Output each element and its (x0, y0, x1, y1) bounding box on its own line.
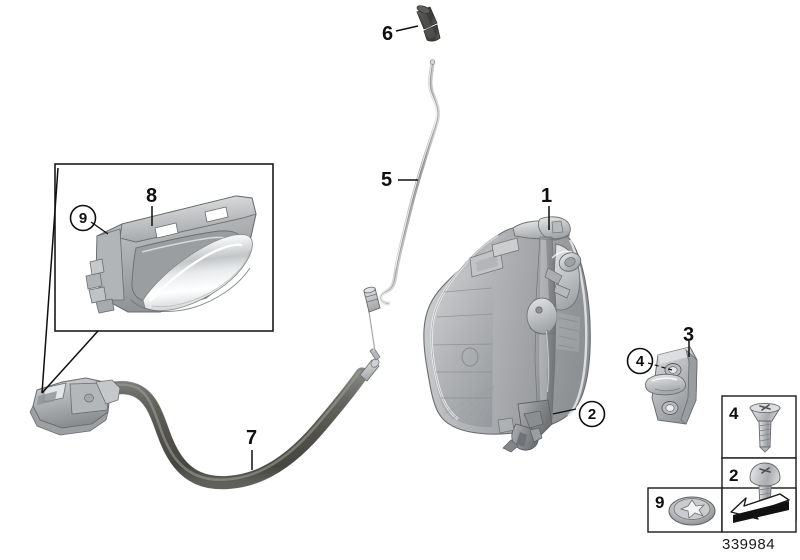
cable-end-bracket (29, 377, 121, 436)
star-washer-icon (668, 496, 716, 526)
door-lock-assembly (423, 216, 591, 453)
inset-pointer (41, 167, 99, 394)
callout-circle-9 (69, 204, 97, 232)
callout-2: 2 (587, 405, 597, 423)
callout-4: 4 (635, 352, 645, 370)
striker-plate (645, 346, 698, 425)
callout-6: 6 (382, 23, 394, 45)
bowden-cable (29, 286, 381, 490)
inner-door-handle (85, 195, 257, 314)
callout-1: 1 (541, 185, 553, 207)
legend-number-2: 2 (729, 466, 739, 485)
callout-7: 7 (246, 427, 258, 449)
fastener-legend (647, 395, 797, 533)
diagram-part-number: 339984 (722, 536, 776, 553)
rod-knob-cap (416, 5, 441, 42)
callout-circle-2 (578, 400, 606, 428)
leader-line-2 (552, 408, 577, 415)
callout-5: 5 (381, 169, 393, 191)
direction-arrow-icon (730, 493, 790, 523)
callout-9: 9 (78, 209, 88, 227)
callout-circle-4 (626, 347, 654, 375)
lock-rod (378, 59, 441, 306)
callout-3: 3 (683, 324, 695, 346)
leader-line-6 (395, 25, 419, 32)
callout-8: 8 (146, 185, 158, 207)
legend-number-4: 4 (729, 404, 739, 423)
legend-number-9: 9 (655, 493, 665, 512)
countersunk-screw-icon (749, 402, 781, 453)
